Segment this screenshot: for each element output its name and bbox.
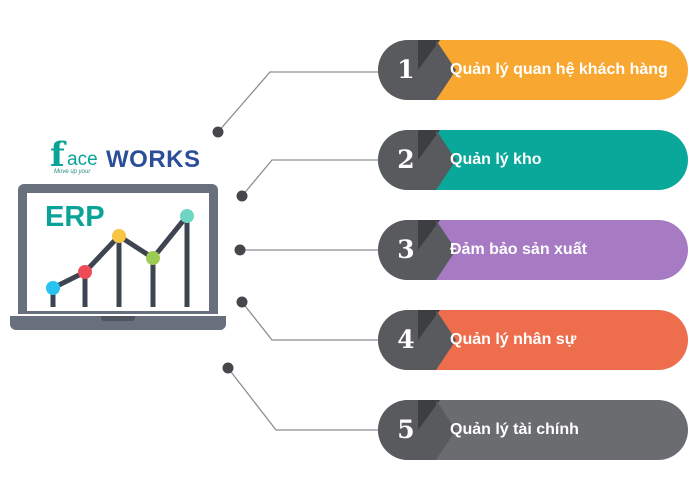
logo-tagline: Move up your [54,169,91,175]
pill-arrow [436,400,456,460]
module-pill-2: 2 Quản lý kho [378,130,688,190]
pill-fold-shadow [418,220,440,250]
logo-ace: ace [67,149,98,170]
connector-dot-5 [222,362,234,374]
logo-works: WORKS [106,146,201,173]
faceworks-logo: f ace WORKS Move up your [50,138,200,178]
connector-line-2 [241,159,380,197]
connector-line-5 [227,367,380,431]
pill-number: 3 [397,235,415,264]
pill-number: 4 [397,325,415,354]
pill-fold-shadow [418,40,440,70]
pill-arrow [436,220,456,280]
pill-fold-shadow [418,310,440,340]
pill-label: Quản lý tài chính [450,421,579,438]
module-pill-1: 1 Quản lý quan hệ khách hàng [378,40,688,100]
connector-dot-3 [234,244,246,256]
pill-number: 2 [397,145,415,174]
connector-dot-1 [212,126,224,138]
chart-dot-5 [180,209,194,223]
chart-dot-2 [78,265,92,279]
chart-dot-1 [46,281,60,295]
chart-dot-4 [146,251,160,265]
pill-label: Đảm bảo sản xuất [450,241,587,258]
pill-number: 5 [397,415,415,444]
pill-arrow [436,40,456,100]
connector-dot-4 [236,296,248,308]
module-pill-3: 3 Đảm bảo sản xuất [378,220,688,280]
pill-label: Quản lý kho [450,151,542,168]
pill-arrow [436,130,456,190]
connector-line-1 [217,71,380,133]
module-pill-4: 4 Quản lý nhân sự [378,310,688,370]
erp-chart-illustration [46,209,194,307]
module-pill-5: 5 Quản lý tài chính [378,400,688,460]
chart-dot-3 [112,229,126,243]
connector-line-4 [241,301,380,341]
logo-letter-f: f [50,135,65,175]
pill-fold-shadow [418,400,440,430]
pill-label: Quản lý quan hệ khách hàng [450,61,668,78]
pill-label: Quản lý nhân sự [450,331,577,348]
pill-arrow [436,310,456,370]
laptop-notch [101,316,135,321]
erp-label: ERP [45,201,105,233]
pill-number: 1 [397,55,415,84]
laptop-base [10,316,226,330]
connector-dot-2 [236,190,248,202]
pill-fold-shadow [418,130,440,160]
